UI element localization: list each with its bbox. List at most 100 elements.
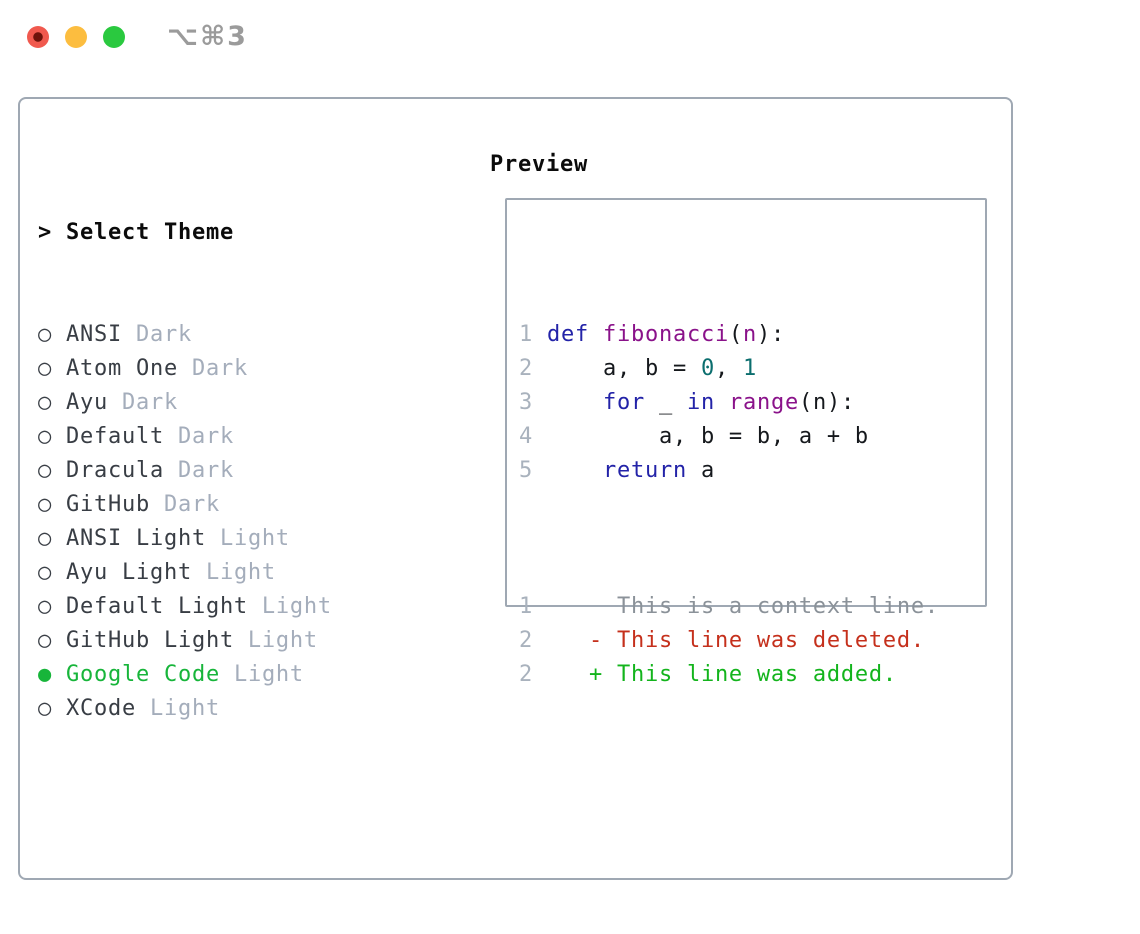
preview-title: Preview: [490, 152, 588, 177]
theme-name: Default: [52, 424, 164, 449]
theme-item[interactable]: ○ ANSI Light Light: [38, 522, 430, 556]
code-token: + This line was added.: [547, 662, 897, 687]
code-token: a: [686, 458, 715, 483]
theme-variant: Light: [233, 628, 318, 653]
code-token: [547, 458, 603, 483]
code-token: def: [547, 322, 589, 347]
code-line: 2 a, b = 0, 1: [519, 352, 985, 386]
theme-name: GitHub: [52, 492, 150, 517]
line-number: 1: [519, 594, 547, 619]
theme-list-header: > Select Theme: [38, 216, 430, 250]
code-line: 5 return a: [519, 454, 985, 488]
code-token: for: [602, 390, 645, 415]
line-number: 5: [519, 458, 547, 483]
theme-list: > Select Theme ○ ANSI Dark○ Atom One Dar…: [38, 148, 430, 934]
theme-variant: Dark: [149, 492, 220, 517]
radio-icon: ○: [38, 356, 52, 381]
radio-icon: ○: [38, 492, 52, 517]
code-line: 3 for _ in range(n):: [519, 386, 985, 420]
theme-variant: Dark: [177, 356, 248, 381]
line-number: 2: [519, 356, 547, 381]
theme-name: GitHub Light: [52, 628, 234, 653]
radio-icon: ○: [38, 322, 52, 347]
code-token: - This line was deleted.: [547, 628, 925, 653]
line-number: 2: [519, 662, 547, 687]
focus-prompt-icon: >: [38, 220, 52, 245]
close-button[interactable]: [27, 26, 49, 48]
theme-item[interactable]: ○ Ayu Dark: [38, 386, 430, 420]
theme-item[interactable]: ○ Default Dark: [38, 420, 430, 454]
code-token: range: [728, 390, 799, 415]
theme-name: ANSI Light: [52, 526, 206, 551]
theme-name: Default Light: [52, 594, 248, 619]
theme-variant: Light: [247, 594, 332, 619]
theme-item[interactable]: ○ XCode Light: [38, 692, 430, 726]
radio-icon: ○: [38, 628, 52, 653]
theme-item[interactable]: ○ Ayu Light Light: [38, 556, 430, 590]
code-token: ,: [714, 356, 743, 381]
code-token: fibonacci: [603, 322, 729, 347]
line-number: 2: [519, 628, 547, 653]
theme-name: Google Code: [52, 662, 220, 687]
diff-line: 1 This is a context line.: [519, 590, 985, 624]
zoom-button[interactable]: [103, 26, 125, 48]
theme-item[interactable]: ● Google Code Light: [38, 658, 430, 692]
titlebar: ⌥⌘3: [0, 0, 1140, 80]
theme-variant: Light: [219, 662, 304, 687]
code-token: _: [644, 390, 687, 415]
radio-icon: ○: [38, 594, 52, 619]
theme-variant: Light: [205, 526, 290, 551]
radio-icon: ○: [38, 458, 52, 483]
theme-item[interactable]: ○ GitHub Dark: [38, 488, 430, 522]
diff-line: 2 - This line was deleted.: [519, 624, 985, 658]
minimize-button[interactable]: [65, 26, 87, 48]
theme-item[interactable]: ○ Default Light Light: [38, 590, 430, 624]
theme-item[interactable]: ○ Dracula Dark: [38, 454, 430, 488]
theme-picker-panel: > Select Theme ○ ANSI Dark○ Atom One Dar…: [18, 97, 1013, 880]
theme-name: ANSI: [52, 322, 122, 347]
apply-to-section: Apply To ● User Settings○ Workspace Sett…: [38, 862, 430, 934]
window-title: ⌥⌘3: [167, 21, 248, 52]
theme-item[interactable]: ○ ANSI Dark: [38, 318, 430, 352]
line-number: 4: [519, 424, 547, 449]
radio-icon: ○: [38, 560, 52, 585]
code-line: 4 a, b = b, a + b: [519, 420, 985, 454]
code-token: 0: [700, 356, 715, 381]
theme-variant: Dark: [107, 390, 178, 415]
code-line: 1 def fibonacci(n):: [519, 318, 985, 352]
theme-variant: Dark: [121, 322, 192, 347]
radio-icon: ○: [38, 424, 52, 449]
line-number: 3: [519, 390, 547, 415]
diff-rows: 1 This is a context line.2 - This line w…: [519, 590, 985, 692]
radio-icon: ○: [38, 526, 52, 551]
code-token: a, b =: [547, 356, 701, 381]
theme-items: ○ ANSI Dark○ Atom One Dark○ Ayu Dark○ De…: [38, 318, 430, 726]
theme-name: XCode: [52, 696, 136, 721]
code-token: (: [728, 322, 743, 347]
line-number: 1: [519, 322, 547, 347]
theme-name: Dracula: [52, 458, 164, 483]
code-token: [589, 322, 603, 347]
code-token: return: [602, 458, 687, 483]
code-token: 1: [742, 356, 757, 381]
theme-name: Ayu: [52, 390, 108, 415]
theme-variant: Dark: [163, 458, 234, 483]
radio-icon: ●: [38, 662, 52, 687]
theme-item[interactable]: ○ GitHub Light Light: [38, 624, 430, 658]
theme-name: Ayu Light: [52, 560, 192, 585]
theme-variant: Light: [135, 696, 220, 721]
theme-item[interactable]: ○ Atom One Dark: [38, 352, 430, 386]
theme-name: Atom One: [52, 356, 178, 381]
code-token: [547, 390, 603, 415]
apply-to-header: Apply To: [38, 930, 430, 934]
diff-line: 2 + This line was added.: [519, 658, 985, 692]
theme-variant: Light: [191, 560, 276, 585]
code-token: This is a context line.: [547, 594, 939, 619]
code-token: ):: [756, 322, 785, 347]
code-token: in: [686, 390, 715, 415]
code-token: (n):: [798, 390, 855, 415]
